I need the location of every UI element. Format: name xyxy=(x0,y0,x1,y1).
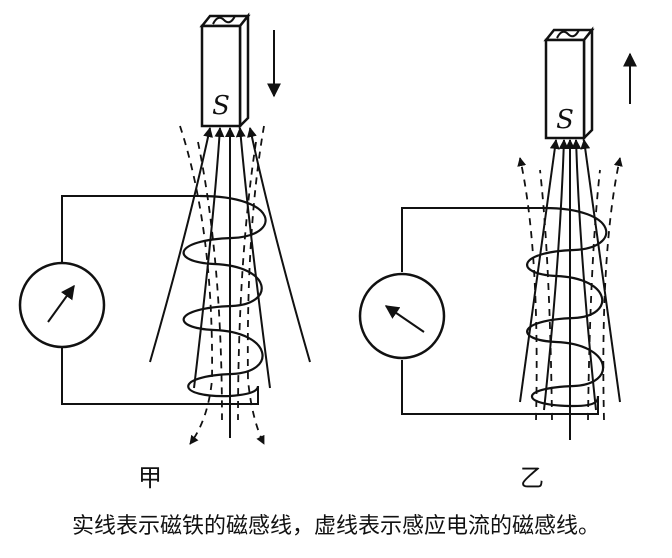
bar-magnet-right xyxy=(543,26,595,142)
galvanometer-right xyxy=(358,272,446,360)
solenoid-coil-right xyxy=(526,206,608,408)
circuit-wire-right xyxy=(401,207,599,415)
bar-magnet-left xyxy=(199,12,251,130)
panel-left: S xyxy=(18,12,311,445)
galvanometer-left xyxy=(18,261,106,349)
panel-label-right: 乙 xyxy=(520,464,544,492)
panel-label-left: 甲 xyxy=(138,464,162,492)
induced-field-lines-right xyxy=(517,157,623,421)
circuit-wire-left xyxy=(61,195,259,405)
magnet-pole-label-left: S xyxy=(212,91,230,121)
magnet-pole-label-right: S xyxy=(556,105,574,135)
induced-field-lines-left xyxy=(179,125,265,445)
magnet-field-lines-left xyxy=(149,127,311,438)
magnet-field-lines-right xyxy=(519,139,621,440)
figure-caption: 实线表示磁铁的磁感线，虚线表示感应电流的磁感线。 xyxy=(71,514,600,539)
solenoid-coil-left xyxy=(182,194,267,398)
panel-right: S xyxy=(358,26,637,440)
